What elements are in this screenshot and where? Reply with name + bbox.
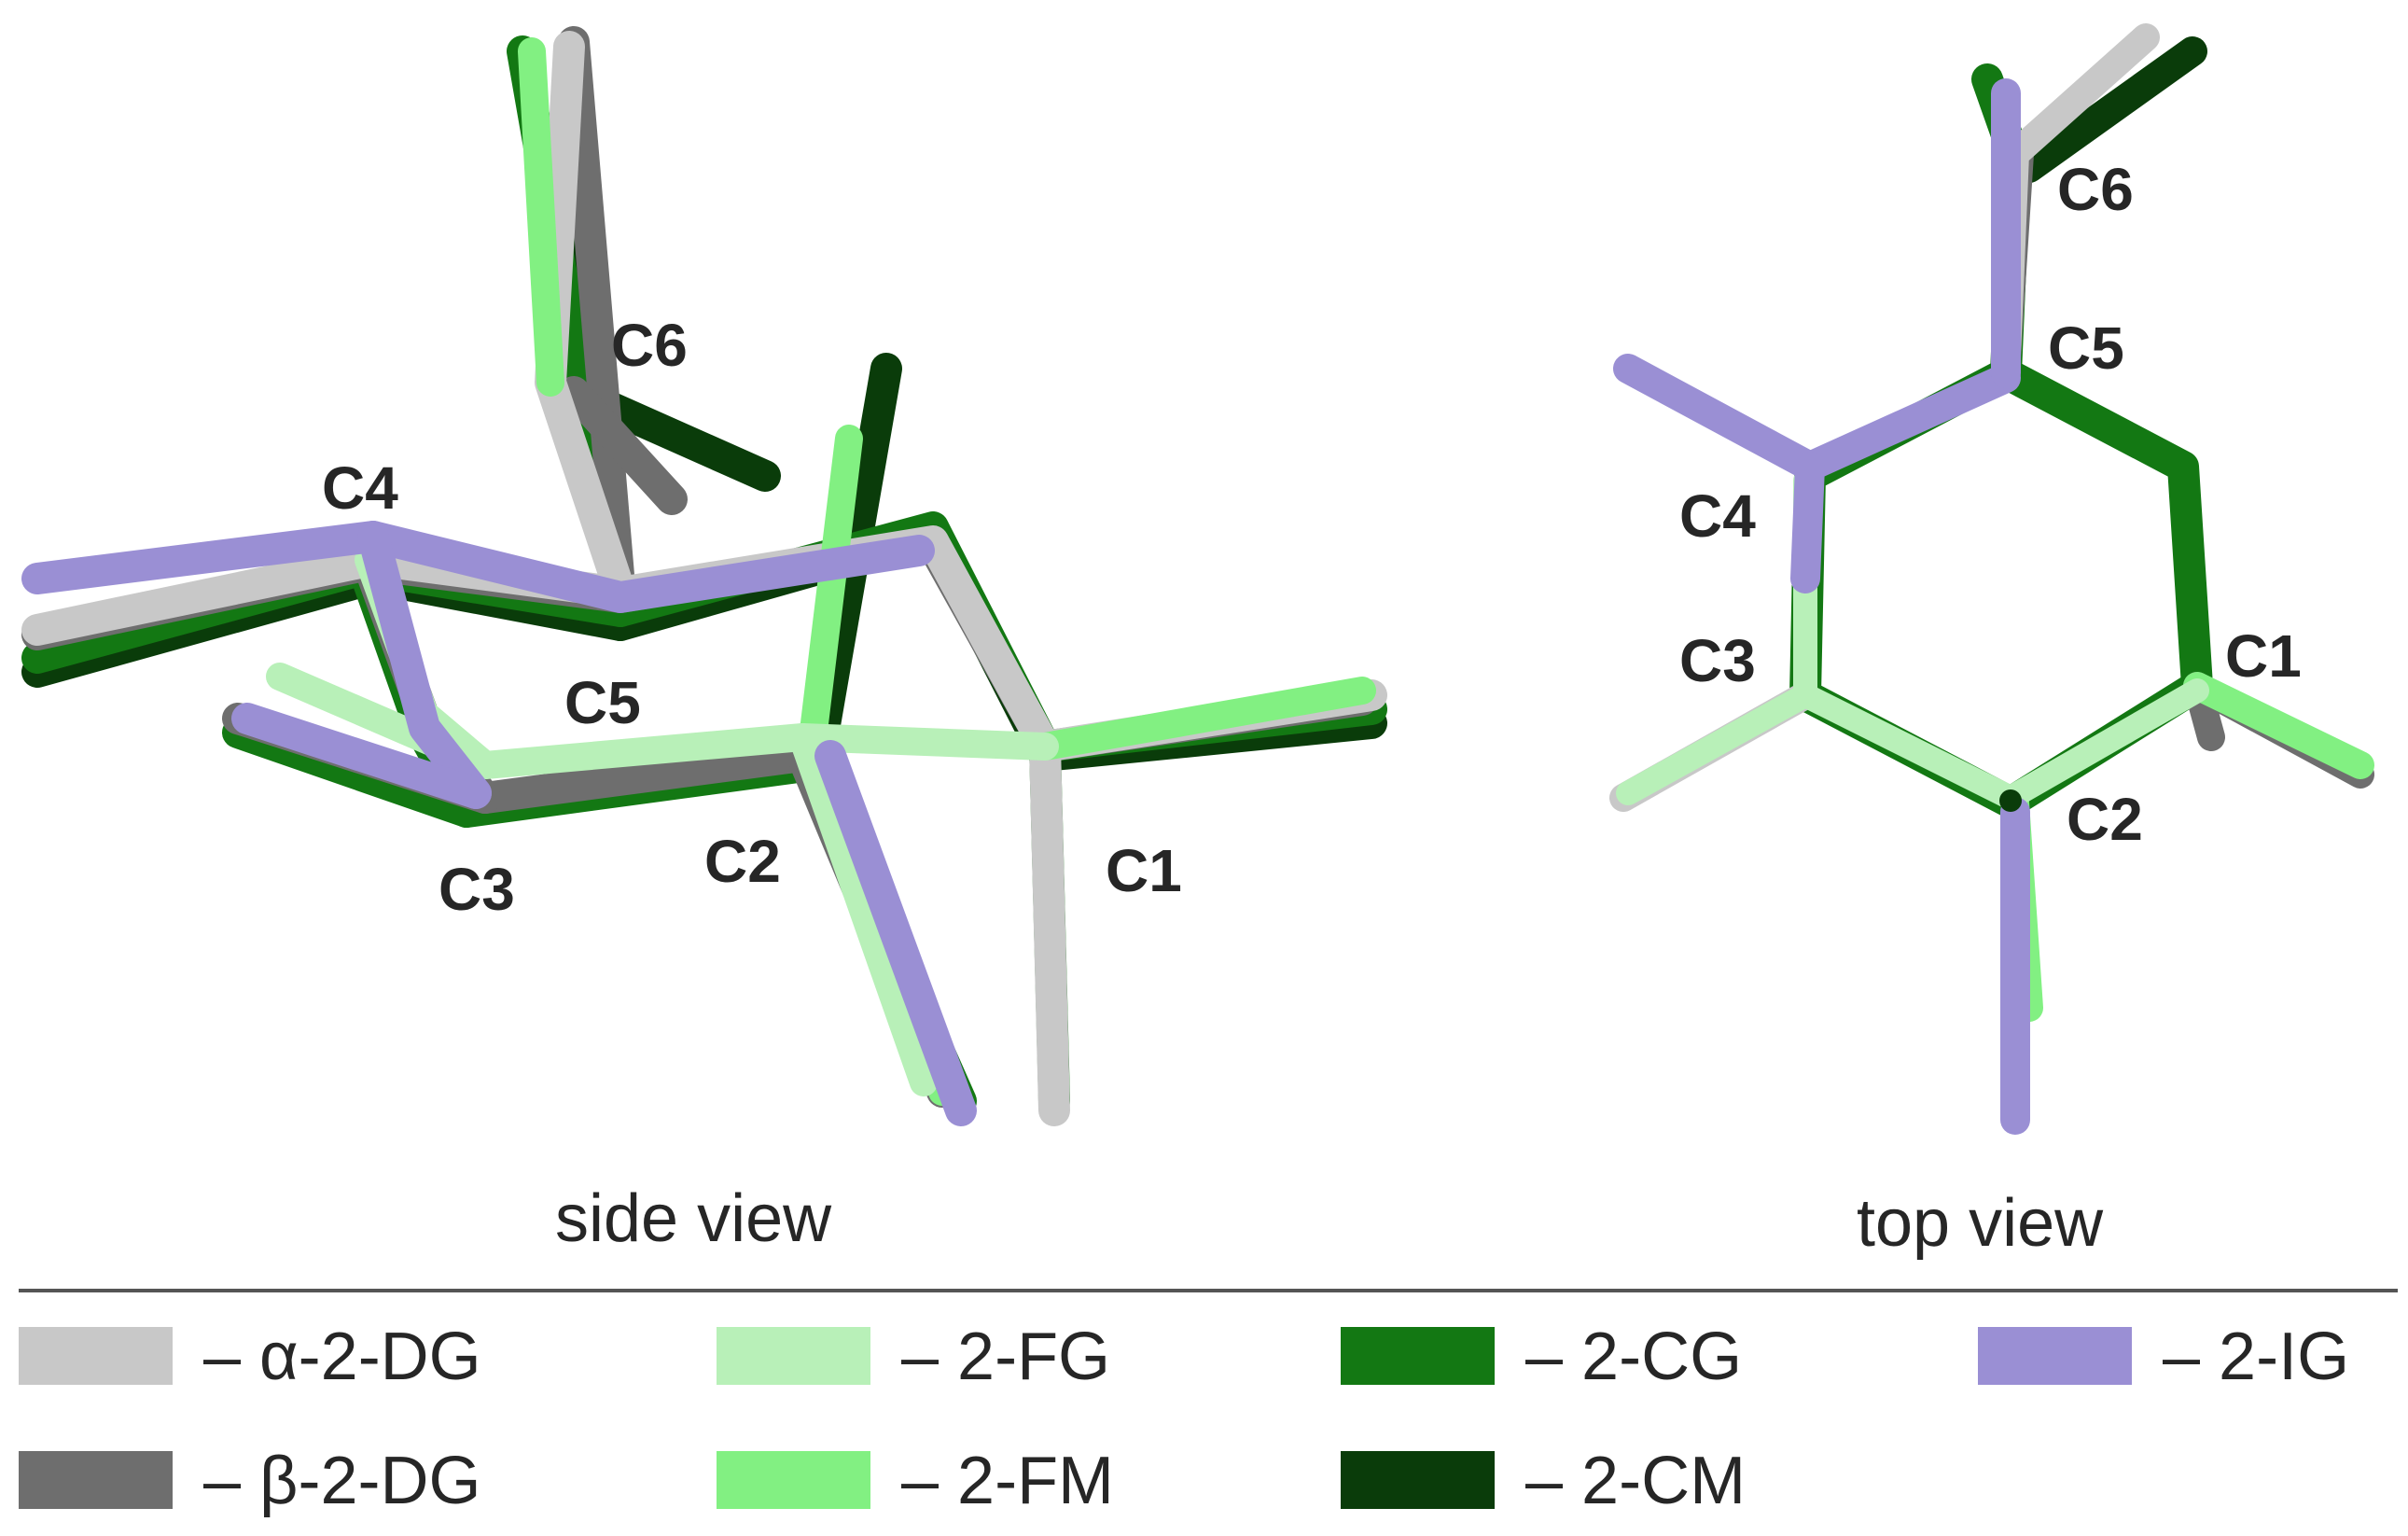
side-c6-label: C6 — [611, 312, 688, 379]
structure-2-ig — [21, 521, 977, 1126]
top-structure-2-cm — [2014, 36, 2207, 183]
side-view-caption: side view — [555, 1181, 832, 1256]
legend-label: – 2-IG — [2163, 1320, 2349, 1394]
legend: – α-2-DG – β-2-DG – 2-FG – 2-FM – 2-CG –… — [19, 1320, 2349, 1518]
legend-label: – 2-CG — [1525, 1320, 1742, 1394]
top-view-caption: top view — [1857, 1186, 2104, 1261]
legend-label: – 2-CM — [1525, 1444, 1746, 1518]
side-c1-label: C1 — [1106, 837, 1182, 904]
side-c4-label: C4 — [322, 454, 398, 522]
legend-label: – 2-FM — [901, 1444, 1114, 1518]
legend-item-2-fg: – 2-FG — [717, 1320, 1110, 1394]
top-c6-label: C6 — [2057, 156, 2134, 223]
legend-swatch — [717, 1451, 870, 1509]
top-structure-2-ig — [1613, 78, 2030, 1135]
top-c5-label: C5 — [2048, 314, 2124, 382]
legend-item-2-cm: – 2-CM — [1341, 1444, 1746, 1518]
side-view-molecule — [21, 26, 1387, 1126]
top-c2-atom-marker — [1999, 789, 2022, 812]
side-view-atom-labels: C6 C4 C5 C3 C2 C1 — [322, 312, 1182, 923]
legend-item-beta-2-dg: – β-2-DG — [19, 1444, 480, 1518]
legend-swatch — [19, 1327, 173, 1385]
legend-swatch — [1978, 1327, 2132, 1385]
legend-label: – 2-FG — [901, 1320, 1110, 1394]
legend-label: – α-2-DG — [203, 1320, 481, 1394]
top-view-molecule — [1609, 23, 2374, 1135]
legend-item-2-cg: – 2-CG — [1341, 1320, 1742, 1394]
legend-swatch — [19, 1451, 173, 1509]
legend-item-2-fm: – 2-FM — [717, 1444, 1114, 1518]
top-c2-label: C2 — [2067, 786, 2143, 853]
top-view-atom-labels: C6 C5 C4 C3 C1 C2 — [1679, 156, 2302, 853]
legend-label: – β-2-DG — [203, 1444, 480, 1518]
top-c1-label: C1 — [2225, 622, 2302, 690]
legend-item-alpha-2-dg: – α-2-DG — [19, 1320, 481, 1394]
legend-item-2-ig: – 2-IG — [1978, 1320, 2349, 1394]
legend-swatch — [1341, 1451, 1495, 1509]
top-c3-label: C3 — [1679, 627, 1756, 694]
structure-2-cm — [21, 40, 1387, 772]
side-c2-label: C2 — [704, 828, 781, 895]
top-c4-label: C4 — [1679, 482, 1756, 550]
legend-swatch — [717, 1327, 870, 1385]
side-c5-label: C5 — [564, 669, 641, 736]
legend-swatch — [1341, 1327, 1495, 1385]
side-c3-label: C3 — [438, 856, 515, 923]
